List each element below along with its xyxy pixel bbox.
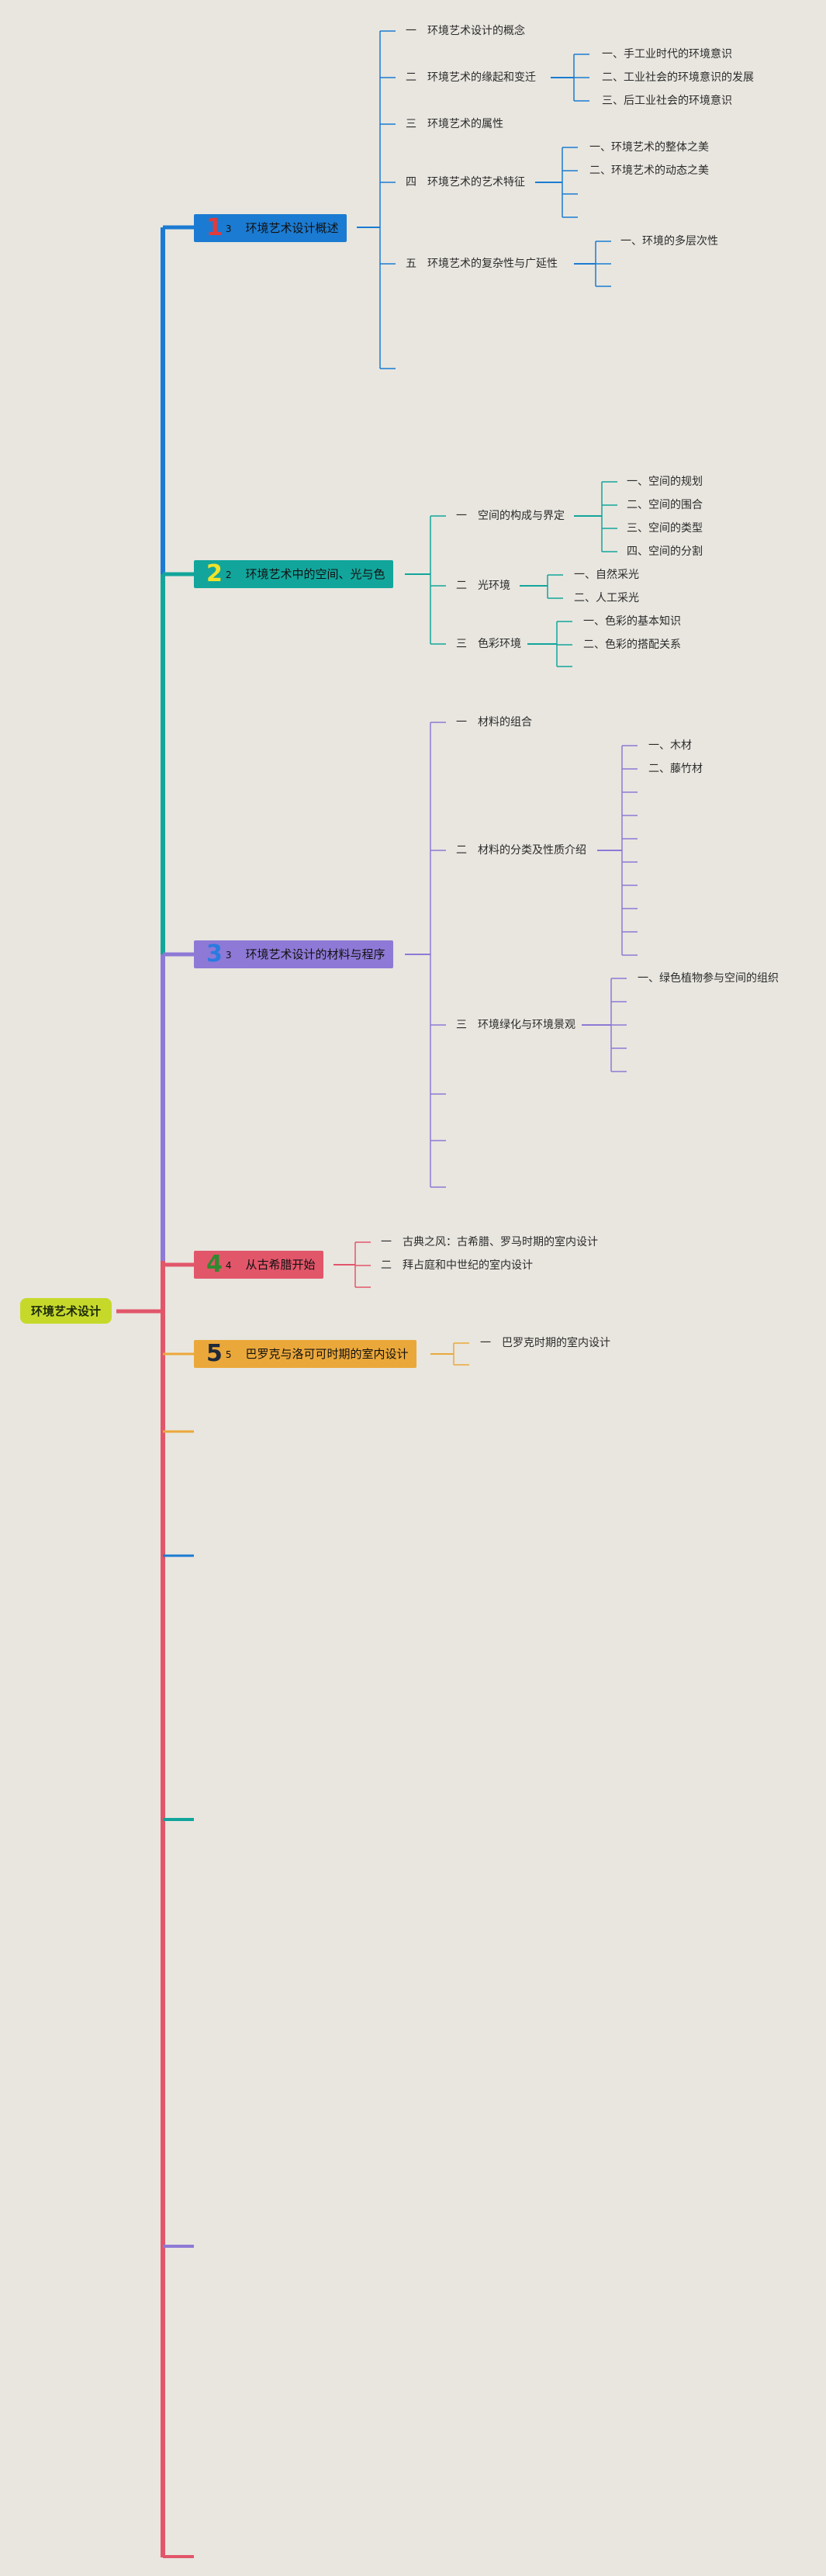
t3-item-3-sub-1[interactable]: 一、绿色植物参与空间的组织 — [638, 972, 779, 985]
topic-sub-number: 3 — [225, 950, 232, 961]
t2-item-1-sub-4[interactable]: 四、空间的分割 — [627, 545, 703, 558]
topic-label: 环境艺术中的空间、光与色 — [245, 567, 385, 581]
t5-item-1[interactable]: 一 巴罗克时期的室内设计 — [480, 1337, 610, 1349]
topic-label: 巴罗克与洛可可时期的室内设计 — [245, 1347, 409, 1361]
t1-item-4-sub-2[interactable]: 二、环境艺术的动态之美 — [589, 164, 709, 177]
t1-item-4-sub-1[interactable]: 一、环境艺术的整体之美 — [589, 141, 709, 154]
topic-number: 5 — [206, 1340, 223, 1367]
topic-sub-number: 5 — [225, 1349, 232, 1360]
t3-item-2-sub-2[interactable]: 二、藤竹材 — [648, 763, 703, 775]
t3-item-2-sub-1[interactable]: 一、木材 — [648, 739, 692, 752]
topic-sub-number: 2 — [225, 570, 232, 580]
t1-item-2-sub-3[interactable]: 三、后工业社会的环境意识 — [602, 95, 732, 107]
t2-item-1[interactable]: 一 空间的构成与界定 — [456, 510, 565, 522]
topic-sub-number: 3 — [225, 223, 232, 234]
t4-item-2[interactable]: 二 拜占庭和中世纪的室内设计 — [381, 1259, 533, 1272]
t1-item-2[interactable]: 二 环境艺术的缘起和变迁 — [406, 71, 536, 84]
t1-item-1[interactable]: 一 环境艺术设计的概念 — [406, 25, 525, 37]
t2-item-2-sub-2[interactable]: 二、人工采光 — [574, 592, 639, 604]
t2-item-3[interactable]: 三 色彩环境 — [456, 638, 521, 650]
t1-item-2-sub-1[interactable]: 一、手工业时代的环境意识 — [602, 48, 732, 61]
topic-number: 1 — [206, 214, 223, 241]
t3-item-3[interactable]: 三 环境绿化与环境景观 — [456, 1019, 575, 1031]
t1-item-4[interactable]: 四 环境艺术的艺术特征 — [406, 176, 525, 189]
t3-item-2[interactable]: 二 材料的分类及性质介绍 — [456, 844, 586, 857]
t2-item-3-sub-2[interactable]: 二、色彩的搭配关系 — [583, 639, 681, 651]
root-node[interactable]: 环境艺术设计 — [20, 1298, 112, 1324]
t1-item-5-sub-1[interactable]: 一、环境的多层次性 — [620, 235, 718, 248]
topic-number: 2 — [206, 560, 223, 587]
t4-item-1[interactable]: 一 古典之风：古希腊、罗马时期的室内设计 — [381, 1236, 598, 1248]
t2-item-3-sub-1[interactable]: 一、色彩的基本知识 — [583, 615, 681, 628]
t2-item-1-sub-1[interactable]: 一、空间的规划 — [627, 476, 703, 488]
t1-item-2-sub-2[interactable]: 二、工业社会的环境意识的发展 — [602, 71, 754, 84]
t2-item-1-sub-3[interactable]: 三、空间的类型 — [627, 522, 703, 535]
topic-label: 环境艺术设计概述 — [245, 221, 339, 235]
t1-item-5[interactable]: 五 环境艺术的复杂性与广延性 — [406, 258, 558, 270]
t2-item-2-sub-1[interactable]: 一、自然采光 — [574, 569, 639, 581]
topic-label: 从古希腊开始 — [245, 1258, 316, 1272]
topic-label: 环境艺术设计的材料与程序 — [245, 947, 385, 961]
t3-item-1[interactable]: 一 材料的组合 — [456, 716, 532, 729]
t2-item-1-sub-2[interactable]: 二、空间的围合 — [627, 499, 703, 511]
topic-sub-number: 4 — [225, 1260, 232, 1271]
t2-item-2[interactable]: 二 光环境 — [456, 580, 510, 592]
t1-item-3[interactable]: 三 环境艺术的属性 — [406, 118, 503, 130]
topic-number: 3 — [206, 940, 223, 968]
topic-number: 4 — [206, 1251, 223, 1278]
